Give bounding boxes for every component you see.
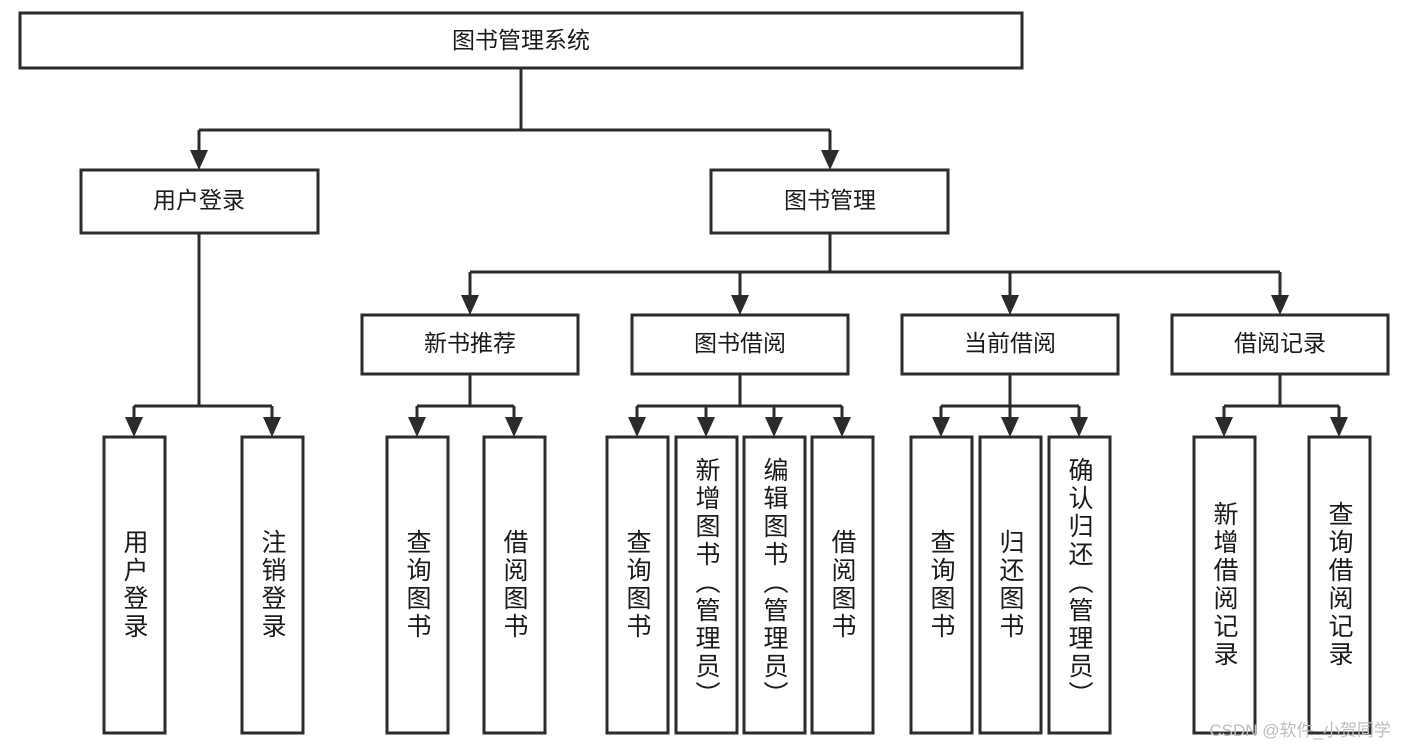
node-leaf-query-book-2-label: 查询图书 [623,529,652,641]
arrowhead-leaf-return-book [1001,417,1019,437]
node-leaf-edit-book-box[interactable] [742,435,807,735]
node-leaf-borrow-book-1-box[interactable] [482,435,547,735]
node-borrow-record-box[interactable] [1170,313,1390,376]
arrowhead-current-borrow [1001,295,1019,315]
node-leaf-query-book-2-box[interactable] [605,435,670,735]
node-leaf-edit-book[interactable]: 编辑图书（管理员） [742,435,807,735]
node-leaf-add-book-label: 新增图书（管理员） [692,457,721,709]
arrowhead-leaf-add-record [1215,417,1233,437]
node-leaf-query-book-3[interactable]: 查询图书 [909,435,974,735]
node-leaf-borrow-book-2[interactable]: 借阅图书 [810,435,875,735]
node-current-borrow-label: 当前借阅 [964,330,1056,356]
arrowhead-leaf-borrow-book-2 [833,417,851,437]
arrowhead-leaf-edit-book [765,417,783,437]
node-borrow-record[interactable]: 借阅记录 [1170,313,1390,376]
node-user-login-label: 用户登录 [153,187,245,213]
node-leaf-user-login-box[interactable] [102,435,167,735]
node-leaf-return-book-box[interactable] [978,435,1043,735]
node-root-box[interactable] [18,11,1024,70]
node-leaf-borrow-book-1[interactable]: 借阅图书 [482,435,547,735]
node-leaf-add-record-label: 新增借阅记录 [1210,501,1239,669]
node-book-manage-label: 图书管理 [784,187,876,213]
node-new-book-rec-box[interactable] [360,313,580,376]
node-leaf-user-login-label: 用户登录 [120,529,149,641]
node-leaf-add-book[interactable]: 新增图书（管理员） [674,435,739,735]
node-leaf-query-record-box[interactable] [1307,435,1372,735]
node-leaf-query-book-3-label: 查询图书 [927,529,956,641]
arrowhead-leaf-user-login [125,417,143,437]
node-leaf-borrow-book-2-box[interactable] [810,435,875,735]
node-leaf-confirm-return[interactable]: 确认归还（管理员） [1047,435,1112,735]
arrowhead-leaf-confirm-return [1070,417,1088,437]
node-leaf-user-login[interactable]: 用户登录 [102,435,167,735]
node-leaf-query-book-1-label: 查询图书 [403,529,432,641]
node-root-label: 图书管理系统 [452,27,590,53]
node-user-login-box[interactable] [79,168,320,235]
node-leaf-return-book-label: 归还图书 [996,529,1025,641]
node-leaf-user-logout-label: 注销登录 [258,529,287,641]
arrowhead-leaf-add-book [697,417,715,437]
node-leaf-confirm-return-label: 确认归还（管理员） [1065,457,1094,709]
node-current-borrow[interactable]: 当前借阅 [900,313,1120,376]
node-leaf-return-book[interactable]: 归还图书 [978,435,1043,735]
node-book-manage[interactable]: 图书管理 [709,168,950,235]
node-borrow-record-label: 借阅记录 [1234,330,1326,356]
node-leaf-add-book-box[interactable] [674,435,739,735]
node-leaf-query-record-label: 查询借阅记录 [1325,501,1354,669]
node-leaf-add-record-box[interactable] [1192,435,1257,735]
arrowhead-book-borrow [731,295,749,315]
node-leaf-add-record[interactable]: 新增借阅记录 [1192,435,1257,735]
node-book-borrow-box[interactable] [630,313,850,376]
node-leaf-query-book-2[interactable]: 查询图书 [605,435,670,735]
node-book-manage-box[interactable] [709,168,950,235]
node-leaf-query-book-1-box[interactable] [385,435,450,735]
arrowhead-borrow-record [1271,295,1289,315]
arrowhead-leaf-query-record [1330,417,1348,437]
node-current-borrow-box[interactable] [900,313,1120,376]
arrowhead-user-login [190,150,208,170]
node-root[interactable]: 图书管理系统 [18,11,1024,70]
node-leaf-user-logout-box[interactable] [240,435,305,735]
arrowhead-book-manage [821,150,839,170]
node-user-login[interactable]: 用户登录 [79,168,320,235]
node-leaf-edit-book-label: 编辑图书（管理员） [760,457,789,709]
connectors-layer [125,68,1348,437]
node-leaf-borrow-book-1-label: 借阅图书 [500,529,529,641]
node-leaf-borrow-book-2-label: 借阅图书 [828,529,857,641]
node-leaf-query-book-3-box[interactable] [909,435,974,735]
arrowhead-leaf-query-book-1 [408,417,426,437]
node-book-borrow[interactable]: 图书借阅 [630,313,850,376]
arrowhead-leaf-user-logout [263,417,281,437]
arrowhead-leaf-query-book-2 [628,417,646,437]
node-new-book-rec[interactable]: 新书推荐 [360,313,580,376]
arrowhead-new-book-rec [461,295,479,315]
node-new-book-rec-label: 新书推荐 [424,330,516,356]
node-leaf-user-logout[interactable]: 注销登录 [240,435,305,735]
node-leaf-query-record[interactable]: 查询借阅记录 [1307,435,1372,735]
node-leaf-confirm-return-box[interactable] [1047,435,1112,735]
arrowhead-leaf-query-book-3 [932,417,950,437]
node-book-borrow-label: 图书借阅 [694,330,786,356]
node-leaf-query-book-1[interactable]: 查询图书 [385,435,450,735]
arrowhead-leaf-borrow-book-1 [505,417,523,437]
